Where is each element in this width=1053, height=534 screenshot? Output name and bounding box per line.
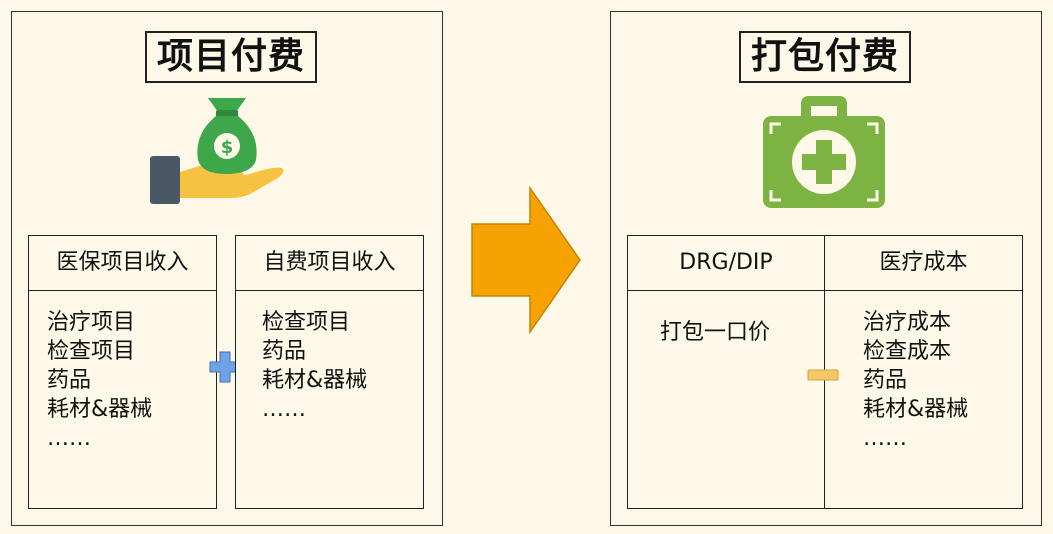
item-list: 检查项目 药品 耗材&器械 …… [262,308,367,424]
list-item: …… [262,397,306,422]
right-panel-title: 打包付费 [739,31,911,83]
right-panel: 打包付费 DRG/DIP 医疗成本 打包一口价 治疗成本 检查成本 药品 耗 [610,11,1042,526]
medical-cost-header: 医疗成本 [879,250,968,275]
list-item: 检查成本 [863,339,952,364]
list-item: 检查项目 [262,310,351,335]
list-item: 治疗项目 [47,310,136,335]
svg-text:$: $ [221,137,234,158]
list-item: 药品 [47,368,92,393]
list-item: …… [47,426,91,451]
cost-table: DRG/DIP 医疗成本 打包一口价 治疗成本 检查成本 药品 耗材&器械 …… [627,235,1023,509]
right-arrow-icon [470,186,582,334]
list-item: 耗材&器械 [47,397,153,422]
left-panel: 项目付费 $ 医保项目收入 治疗项目 检查项目 药品 耗材&器械 …… [11,11,443,526]
medical-insurance-income-box: 医保项目收入 治疗项目 检查项目 药品 耗材&器械 …… [28,235,217,509]
list-item: 药品 [262,339,307,364]
list-item: 耗材&器械 [262,368,368,393]
plus-icon [208,350,242,384]
package-price-value: 打包一口价 [660,320,771,345]
list-item: 检查项目 [47,339,136,364]
list-item: 耗材&器械 [863,397,969,422]
first-aid-kit-icon [761,94,887,210]
box-header: 自费项目收入 [236,236,423,291]
item-list: 治疗项目 检查项目 药品 耗材&器械 …… [47,308,152,453]
left-panel-title: 项目付费 [145,31,317,83]
list-item: …… [863,426,907,451]
money-bag-hand-icon: $ [146,94,286,206]
drg-dip-header: DRG/DIP [679,250,773,275]
self-pay-income-box: 自费项目收入 检查项目 药品 耗材&器械 …… [235,235,424,509]
list-item: 药品 [863,368,908,393]
cost-item-list: 治疗成本 检查成本 药品 耗材&器械 …… [863,308,968,453]
minus-icon [807,369,839,381]
list-item: 治疗成本 [863,310,952,335]
box-header: 医保项目收入 [29,236,216,291]
table-header-row [628,236,1022,291]
